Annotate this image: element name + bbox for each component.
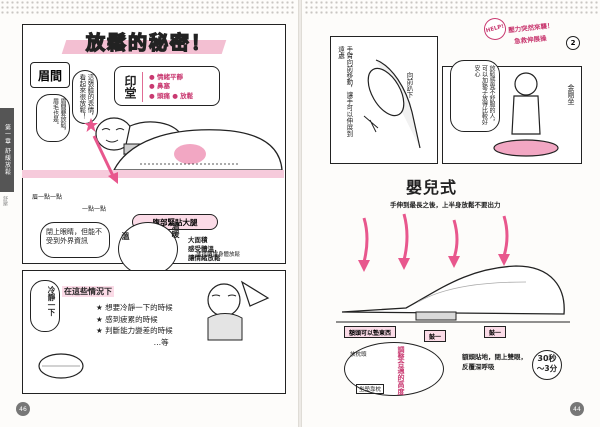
- chapter-side-note: 舒壓: [2, 196, 8, 206]
- pose-caption: 手伸到最長之後，上半身放鬆不要出力: [390, 201, 501, 209]
- reach-forward-text: 手臂向前移動，讓手可以伸展到遠處: [336, 46, 353, 137]
- timer-badge: 30秒 〜3分: [532, 350, 562, 380]
- warm-label-2: 溫暖: [171, 222, 180, 238]
- speech-bubble-meijian: 這張臉的表情，看起來很放鬆！: [72, 70, 98, 124]
- sleeping-person-illustration: [38, 353, 84, 379]
- situation-item: ★ 感到疲累的時候: [96, 314, 158, 324]
- rise-tag-2: 鼓一: [484, 326, 507, 338]
- label-meijian: 眉間: [30, 62, 70, 88]
- situation-list: ★ 想要冷靜一下的時候 ★ 感到疲累的時候 ★ 判斷能力變差的時候 …等: [96, 302, 173, 349]
- downward-arrows: [358, 213, 510, 272]
- thinking-person-illustration: [207, 280, 270, 341]
- yintang-box: 印堂 ● 情緒平靜 ● 鼻塞 ● 頭痛 ● 放鬆: [114, 66, 220, 106]
- pillow-note-bubble: [344, 342, 444, 396]
- dotted-strip-left: [0, 0, 296, 14]
- page-number-right: 44: [570, 402, 584, 416]
- speech-bubble-brow: 眉間要放鬆，眉毛也是。: [36, 94, 70, 142]
- childs-pose-illustration-left: [112, 129, 283, 171]
- forehead-note: 額頭貼地，閉上雙眼， 反覆深呼吸: [462, 353, 527, 371]
- situation-item: ★ 判斷能力變差的時候: [96, 326, 173, 336]
- timer-minutes: 〜3分: [536, 364, 558, 373]
- help-line-1: 壓力突然來襲！: [507, 21, 554, 35]
- page-number-left: 46: [16, 402, 30, 416]
- page-title: 放鬆的秘密！: [85, 31, 213, 54]
- yintang-item: ● 情緒平靜: [149, 73, 183, 81]
- help-line-2: 急救伸展操: [513, 34, 547, 46]
- seated-label: 金剛坐: [567, 84, 575, 105]
- pink-band: [22, 170, 284, 178]
- warm-circle: [118, 222, 178, 276]
- help-icon: HELP!: [481, 15, 509, 43]
- yintang-label: 印堂: [119, 72, 143, 102]
- help-number: 2: [566, 36, 580, 50]
- press-text-2: 一點一點: [82, 206, 107, 213]
- dotted-strip-right: [304, 0, 600, 14]
- belly-notes: 大面積 感受體溫， 讓情緒放鬆: [188, 236, 221, 262]
- lean-forward-text: 向前趴下: [405, 72, 413, 98]
- page-gutter: [298, 0, 302, 427]
- star-icon: [84, 118, 98, 132]
- back-note: 揉揉腰讓身體放鬆: [196, 252, 241, 258]
- hush-bubble: 冷靜一下: [30, 280, 60, 332]
- timer-seconds: 30秒: [537, 354, 557, 363]
- warm-label-1: 溫: [121, 232, 130, 240]
- yintang-item: ● 頭痛 ● 放鬆: [149, 91, 194, 100]
- pink-arrow-icon: [92, 135, 118, 184]
- rise-tag-1: 鼓一: [424, 330, 447, 342]
- help-badge: HELP! 壓力突然來襲！ 急救伸展操 2: [481, 12, 588, 64]
- pillow-tag: 放枕頭: [350, 352, 367, 358]
- reaching-figure-illustration: [363, 59, 421, 149]
- pillow-label: 坐墊靠枕: [356, 384, 385, 394]
- pillow-note: 調整合適的高度: [397, 346, 405, 395]
- situation-heading: 在這些情況下: [62, 286, 114, 297]
- situation-more: …等: [153, 337, 169, 347]
- pose-title: 嬰兒式: [406, 178, 458, 197]
- seated-figure-illustration: [493, 72, 559, 157]
- chapter-tab: 第一章 舒緩放鬆: [0, 108, 14, 192]
- yintang-item: ● 鼻塞: [149, 82, 170, 91]
- closed-eyes-bubble: 閉上眼睛，但能不受到外界資訊: [40, 222, 110, 258]
- forehead-tag: 額頭可以墊東西: [344, 326, 397, 338]
- yintang-list: ● 情緒平靜 ● 鼻塞 ● 頭痛 ● 放鬆: [149, 73, 193, 101]
- cushion-bubble: 放鬆感覺不舒服的人，可以加墊子放得比較好安心: [450, 60, 500, 132]
- situation-item: ★ 想要冷靜一下的時候: [96, 303, 173, 312]
- press-text-1: 眉一點一點: [32, 194, 63, 201]
- childs-pose-illustration-right: [336, 265, 570, 323]
